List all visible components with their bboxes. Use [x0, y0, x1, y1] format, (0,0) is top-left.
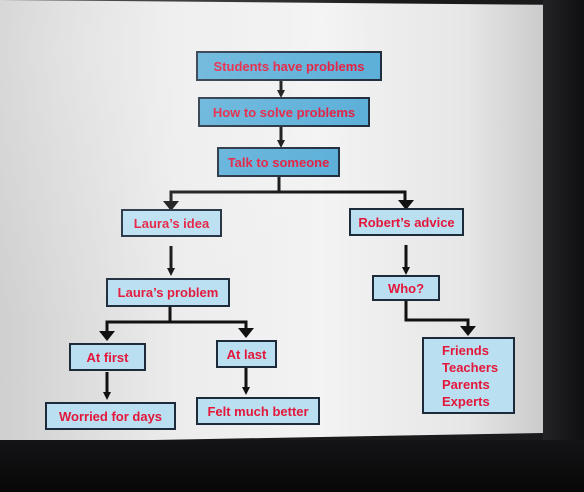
arrowhead: [398, 200, 414, 210]
node-talk-to-someone: Talk to someone: [217, 147, 340, 177]
arrowhead: [460, 326, 476, 336]
connector-problem-branch: [105, 306, 172, 337]
connector-who-to-helpers: [404, 300, 470, 331]
connector-talk-branch: [169, 175, 281, 207]
node-who: Who?: [372, 275, 440, 301]
arrowhead: [238, 328, 254, 338]
helper-item: Parents: [442, 376, 490, 392]
node-lauras-problem: Laura’s problem: [106, 278, 230, 307]
node-worried-for-days: Worried for days: [45, 402, 176, 430]
node-helpers-list: Friends Teachers Parents Experts: [422, 337, 515, 414]
node-at-first: At first: [69, 343, 146, 371]
connector-talk-branch-right: [279, 190, 407, 206]
monitor-bezel-bottom: [0, 440, 584, 492]
helper-item: Teachers: [442, 359, 499, 375]
helper-item: Friends: [442, 342, 489, 358]
node-how-to-solve-problems: How to solve problems: [198, 97, 370, 127]
arrowhead: [163, 201, 179, 211]
helper-item: Experts: [442, 393, 490, 409]
monitor-bezel: [543, 0, 584, 492]
connector-problem-branch-right: [170, 320, 248, 334]
node-at-last: At last: [216, 340, 277, 368]
node-students-have-problems: Students have problems: [196, 51, 382, 81]
node-lauras-idea: Laura’s idea: [121, 209, 222, 237]
node-roberts-advice: Robert’s advice: [349, 208, 464, 236]
node-felt-much-better: Felt much better: [196, 397, 320, 425]
arrowhead: [99, 331, 115, 341]
